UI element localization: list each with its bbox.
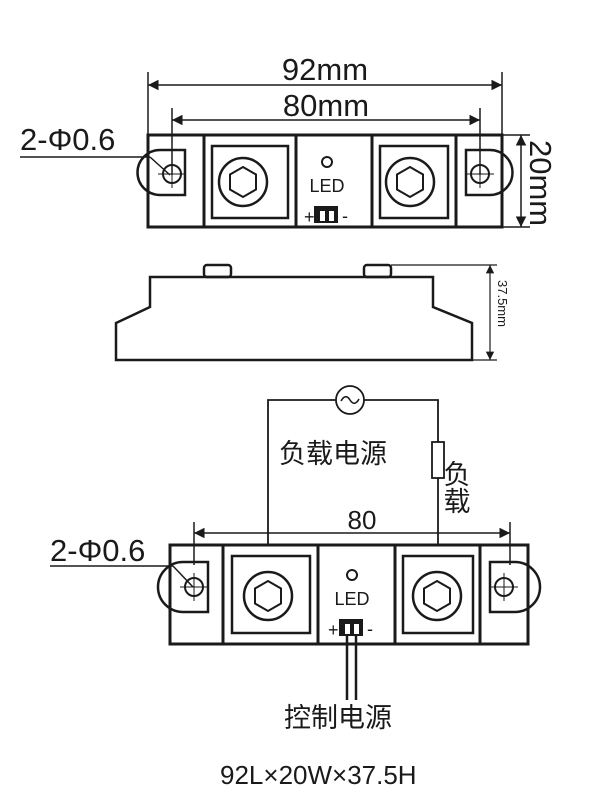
control-leads xyxy=(345,636,358,700)
wiring-view: 负载电源 负载 80 2-Φ0.6 xyxy=(50,385,542,790)
load-circuit: 负载电源 负载 xyxy=(267,385,470,545)
left-terminal-nub xyxy=(202,263,233,279)
left-mounting-hole xyxy=(136,148,187,197)
relay-body-top xyxy=(146,133,504,229)
wiring-hole-label: 2-Φ0.6 xyxy=(50,533,145,568)
wiring-plus-sign: + xyxy=(328,620,339,640)
wiring-pitch-label: 80 xyxy=(348,505,377,535)
wiring-right-screw xyxy=(411,570,463,622)
overall-length-label: 92mm xyxy=(282,52,368,87)
right-mounting-hole xyxy=(464,148,514,197)
wiring-right-mounting-hole xyxy=(488,560,542,614)
relay-body-wiring xyxy=(168,543,530,646)
side-view: 37.5mm xyxy=(114,263,510,362)
hole-pitch-label: 80mm xyxy=(283,88,369,123)
hole-pitch-dimension: 80mm xyxy=(171,88,481,175)
wiring-hole-callout: 2-Φ0.6 xyxy=(50,533,194,588)
led-indicator xyxy=(321,156,333,168)
left-screw xyxy=(217,156,269,208)
control-terminal xyxy=(314,206,338,223)
wiring-left-mounting-hole xyxy=(156,560,210,614)
wiring-led-indicator xyxy=(346,569,358,581)
mounting-hole-label: 2-Φ0.6 xyxy=(20,122,115,157)
load-resistor xyxy=(431,441,445,479)
dimensions-label: 92L×20W×37.5H xyxy=(220,760,417,790)
load-supply-label: 负载电源 xyxy=(279,439,387,470)
height-label: 37.5mm xyxy=(495,280,510,327)
left-terminal-block xyxy=(202,133,298,229)
overall-length-dimension: 92mm xyxy=(147,52,503,135)
mounting-hole-callout: 2-Φ0.6 xyxy=(20,122,171,176)
plus-sign: + xyxy=(304,207,315,227)
control-supply-label: 控制电源 xyxy=(284,703,392,734)
ac-source-symbol xyxy=(335,385,365,415)
width-label: 20mm xyxy=(523,140,558,226)
right-terminal-block xyxy=(370,133,458,229)
wiring-led-label: LED xyxy=(334,589,369,609)
right-screw xyxy=(384,156,436,208)
load-label: 负载 xyxy=(439,460,470,514)
wiring-left-screw xyxy=(242,570,294,622)
height-dimension: 37.5mm xyxy=(391,264,510,361)
wiring-control-terminal xyxy=(339,619,363,636)
right-terminal-nub xyxy=(362,263,393,279)
width-dimension: 20mm xyxy=(502,134,558,228)
wiring-pitch-dimension: 80 xyxy=(193,505,511,565)
top-view: 92mm 80mm 2-Φ0.6 xyxy=(20,52,558,229)
wiring-minus-sign: - xyxy=(367,619,373,639)
relay-body-side xyxy=(114,275,474,362)
minus-sign: - xyxy=(342,206,348,226)
led-label: LED xyxy=(309,176,344,196)
